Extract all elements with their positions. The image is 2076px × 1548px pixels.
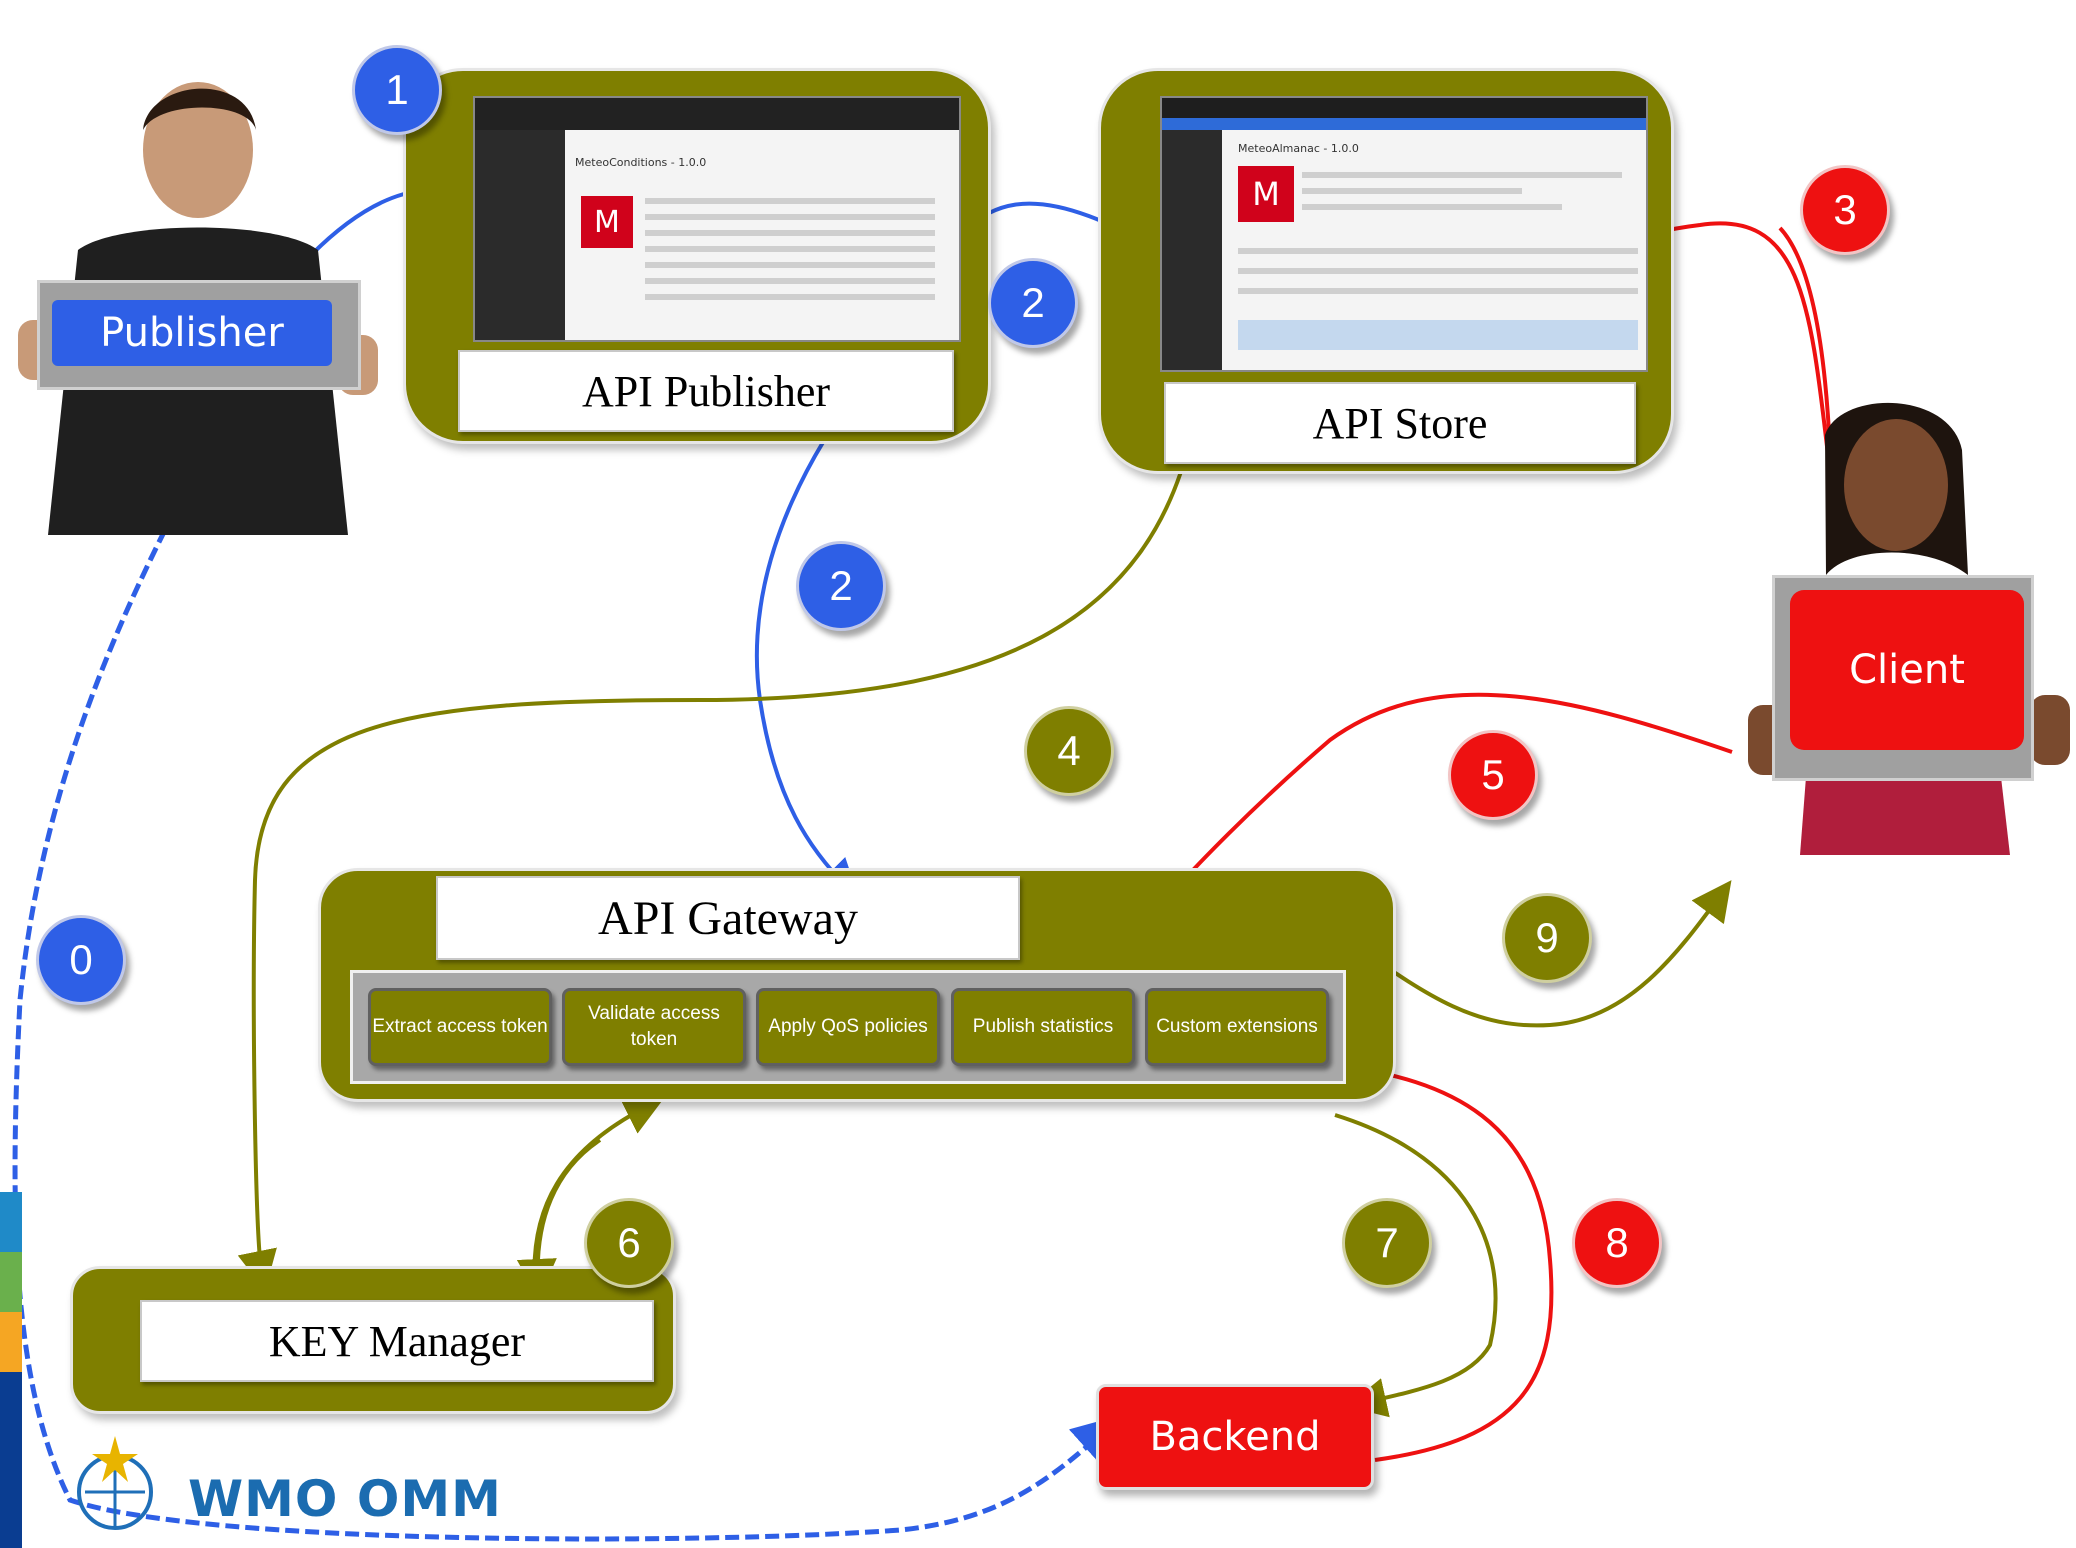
publisher-screenshot-title: MeteoConditions - 1.0.0 xyxy=(575,156,707,169)
step-badge-5: 5 xyxy=(1448,730,1538,820)
step-badge-0: 0 xyxy=(36,915,126,1005)
step-publish-statistics: Publish statistics xyxy=(951,988,1135,1066)
step-badge-2-store: 2 xyxy=(988,258,1078,348)
arrow-0 xyxy=(12,528,1123,1542)
arrow-5 xyxy=(1139,692,1733,931)
wmo-emblem-icon xyxy=(60,1432,170,1542)
wmo-logo-text: WMO OMM xyxy=(188,1470,502,1528)
api-store-label: API Store xyxy=(1164,382,1636,464)
backend-label: Backend xyxy=(1149,1414,1321,1460)
client-sign: Client xyxy=(1790,590,2024,750)
publisher-screenshot-icon: M xyxy=(581,196,633,248)
step-apply-qos: Apply QoS policies xyxy=(756,988,940,1066)
arrow-7 xyxy=(1334,1113,1498,1418)
arrow-8 xyxy=(1319,1048,1554,1462)
store-screenshot-title: MeteoAlmanac - 1.0.0 xyxy=(1238,142,1359,155)
api-publisher-screenshot: MeteoConditions - 1.0.0 M xyxy=(473,96,961,342)
client-label: Client xyxy=(1849,647,1965,693)
step-badge-3: 3 xyxy=(1800,165,1890,255)
arrow-9 xyxy=(1338,880,1732,1028)
publisher-label: Publisher xyxy=(100,310,284,356)
step-badge-2-gateway: 2 xyxy=(796,541,886,631)
step-extract-token: Extract access token xyxy=(368,988,552,1066)
step-validate-token: Validate access token xyxy=(562,988,746,1066)
arrow-3b xyxy=(1778,226,1832,453)
step-badge-9: 9 xyxy=(1502,893,1592,983)
step-badge-4: 4 xyxy=(1024,706,1114,796)
color-stripe xyxy=(0,1192,22,1548)
api-publisher-label: API Publisher xyxy=(458,350,954,432)
step-custom-extensions: Custom extensions xyxy=(1145,988,1329,1066)
step-badge-8: 8 xyxy=(1572,1198,1662,1288)
step-badge-7: 7 xyxy=(1342,1198,1432,1288)
arrow-4 xyxy=(237,431,1194,1291)
publisher-sign: Publisher xyxy=(52,300,332,366)
key-manager-label: KEY Manager xyxy=(140,1300,654,1382)
step-badge-6: 6 xyxy=(584,1198,674,1288)
backend-box: Backend xyxy=(1096,1384,1374,1490)
api-store-screenshot: MeteoAlmanac - 1.0.0 M xyxy=(1160,96,1648,372)
step-badge-1: 1 xyxy=(352,45,442,135)
api-gateway-label: API Gateway xyxy=(436,876,1020,960)
arrow-6b xyxy=(516,1138,602,1299)
store-screenshot-icon: M xyxy=(1238,166,1294,222)
